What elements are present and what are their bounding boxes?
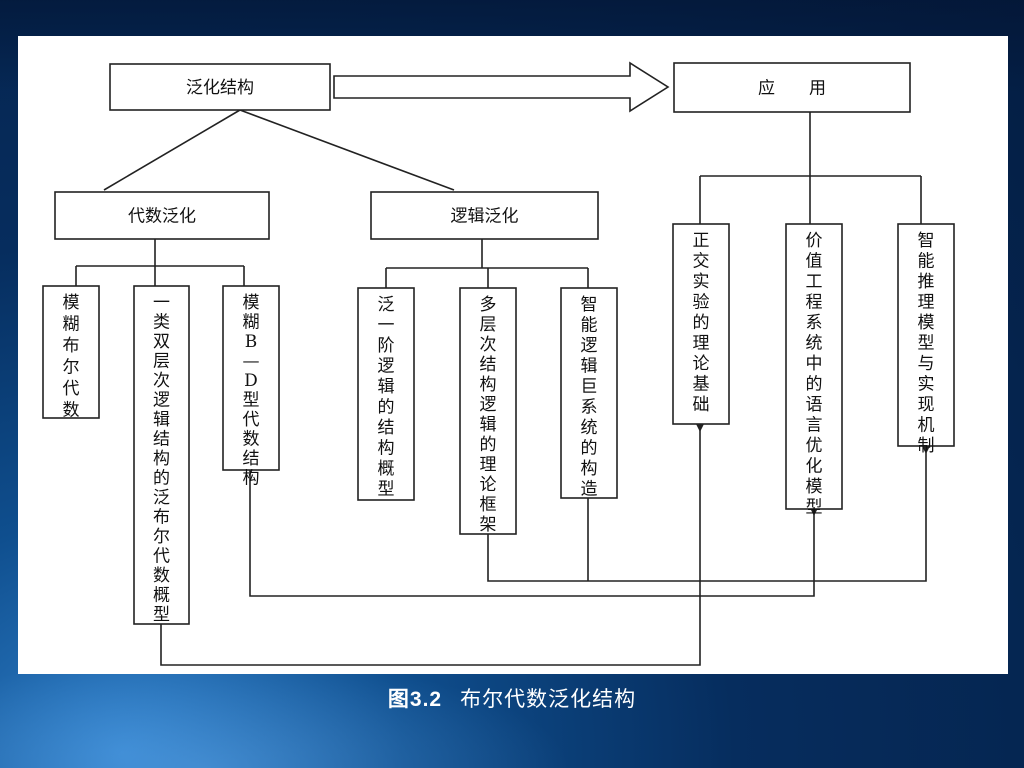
box-fuzzy-boolean-algebra-label: 模糊布尔代数 bbox=[63, 293, 80, 421]
box-value-engineering-model-label: 价值工程系统中的语言优化模型 bbox=[806, 231, 823, 518]
box-orthogonal-experiment bbox=[672, 223, 730, 425]
box-intelligent-logic-system-label: 智能逻辑巨系统的构造 bbox=[581, 295, 598, 500]
caption-number: 图3.2 bbox=[387, 688, 443, 711]
box-intelligent-logic-system bbox=[560, 287, 618, 499]
box-generalized-structure-label: 泛化结构 bbox=[186, 78, 254, 98]
box-multilevel-logic-framework bbox=[459, 287, 517, 535]
box-logical-generalization bbox=[370, 191, 599, 240]
box-logical-generalization-label: 逻辑泛化 bbox=[451, 207, 519, 227]
hollow-arrow bbox=[333, 61, 670, 113]
box-application-label: 应 用 bbox=[758, 79, 826, 99]
box-algebraic-generalization bbox=[54, 191, 270, 240]
box-generalized-structure bbox=[109, 63, 331, 111]
box-fuzzy-bd-algebra bbox=[222, 285, 280, 471]
box-bilevel-generalized-boolean-algebra bbox=[133, 285, 190, 625]
box-multilevel-logic-framework-label: 多层次结构逻辑的理论框架 bbox=[480, 295, 497, 535]
box-fuzzy-boolean-algebra bbox=[42, 285, 100, 419]
box-application bbox=[673, 62, 911, 113]
box-generalized-first-order-logic bbox=[357, 287, 415, 501]
box-bilevel-generalized-boolean-algebra-label: 一类双层次逻辑结构的泛布尔代数概型 bbox=[153, 293, 170, 625]
figure-caption: 图3.2 布尔代数泛化结构 bbox=[0, 683, 1024, 713]
box-intelligent-reasoning-model bbox=[897, 223, 955, 447]
box-intelligent-reasoning-model-label: 智能推理模型与实现机制 bbox=[918, 231, 935, 456]
box-orthogonal-experiment-label: 正交实验的理论基础 bbox=[693, 231, 710, 415]
caption-title: 布尔代数泛化结构 bbox=[460, 687, 637, 711]
diagram-panel: 泛化结构 应 用代数泛化 逻辑泛化模糊布尔代数 一类双层次逻辑结构的泛布尔代数概型 模糊… bbox=[18, 36, 1008, 674]
box-algebraic-generalization-label: 代数泛化 bbox=[128, 207, 196, 227]
box-generalized-first-order-logic-label: 泛一阶逻辑的结构概型 bbox=[378, 295, 395, 500]
box-value-engineering-model bbox=[785, 223, 843, 510]
